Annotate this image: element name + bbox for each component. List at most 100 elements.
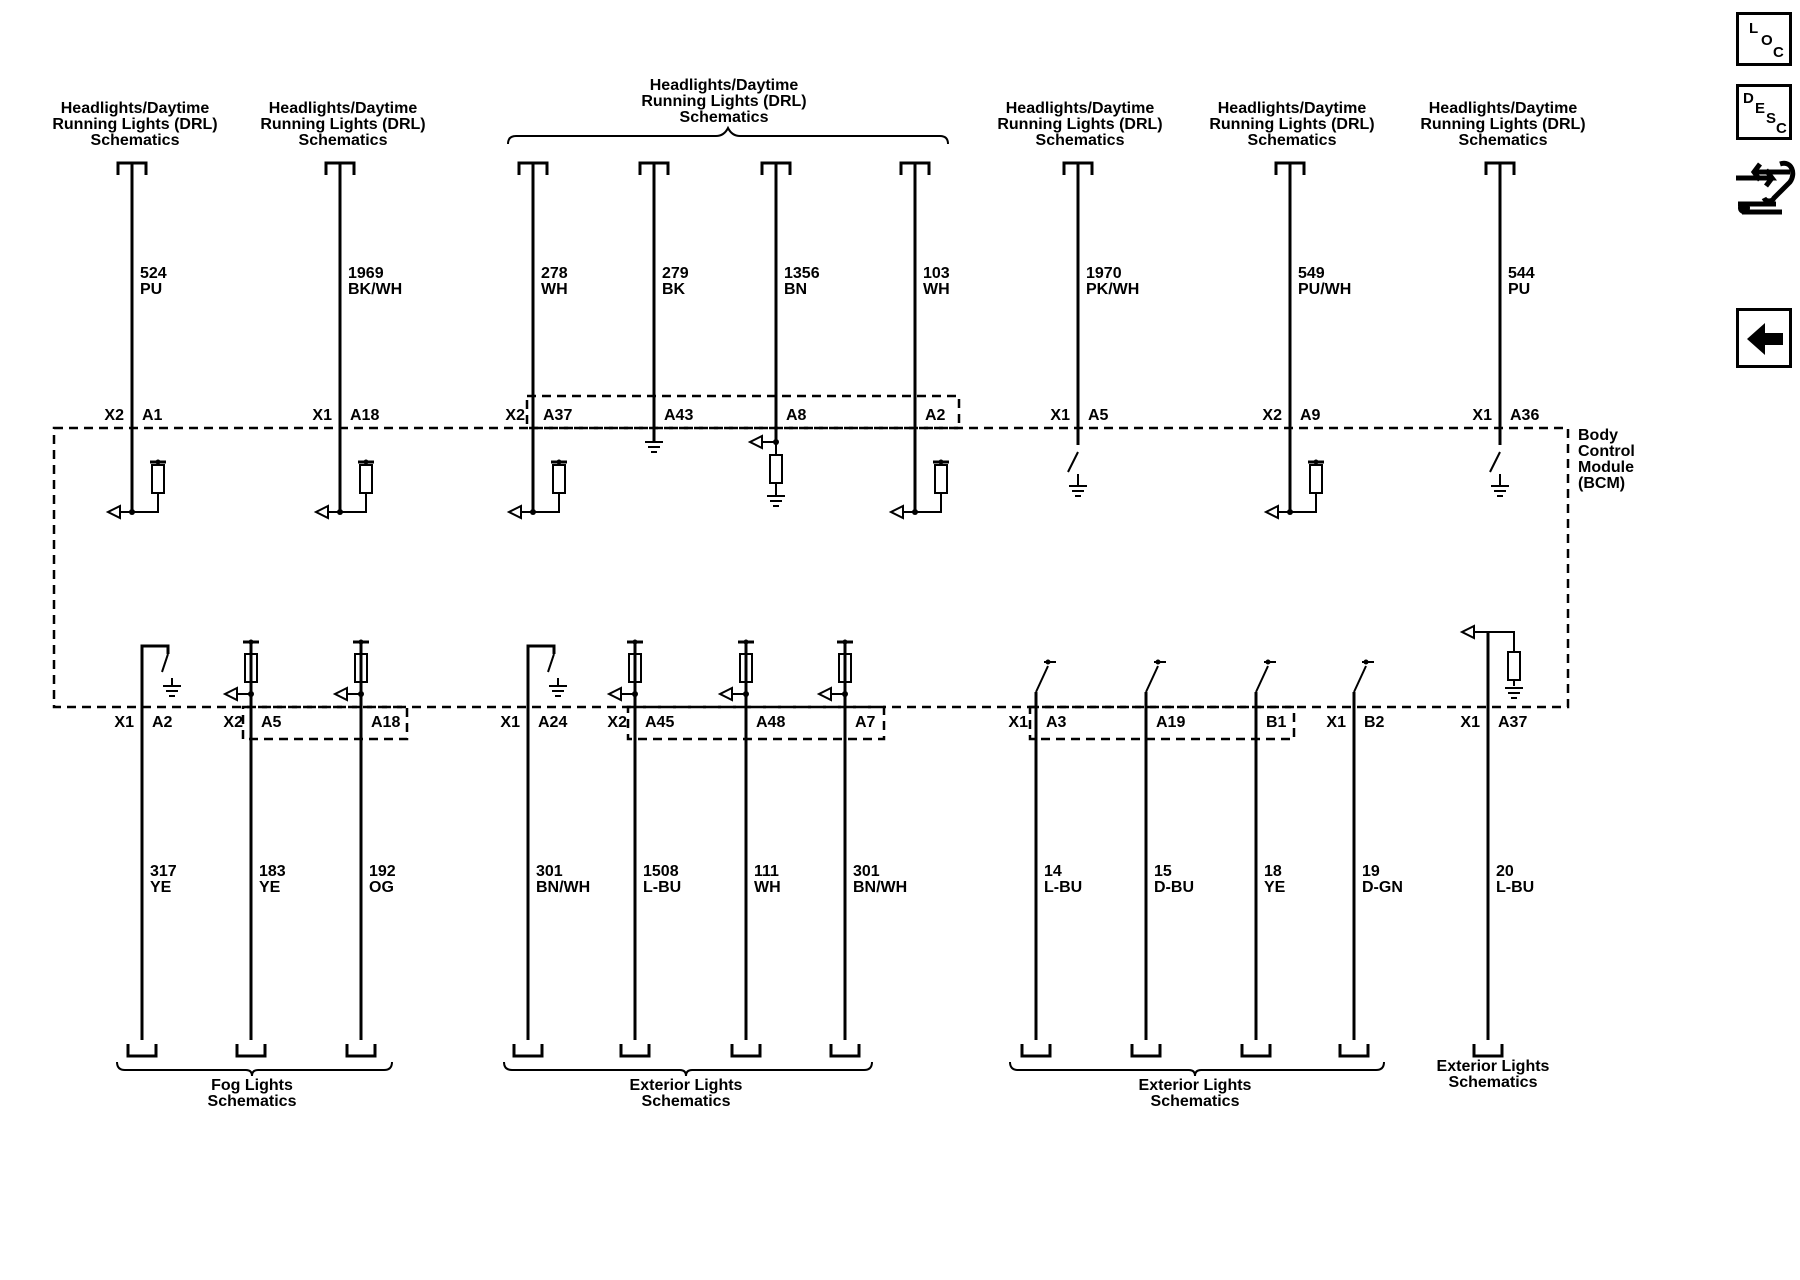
- connector-group-box: [241, 705, 409, 741]
- group-bracket: [503, 1061, 873, 1077]
- circuit-number-label: 279: [662, 265, 689, 282]
- wire-color-label: PU: [1508, 281, 1530, 298]
- top-ref-label: Running Lights (DRL): [1420, 116, 1585, 133]
- supply-dot: [1313, 459, 1319, 465]
- wrench-arrows-icon: [1736, 160, 1796, 215]
- circuit-number-label: 1969: [348, 265, 384, 282]
- pin-label: A45: [645, 714, 674, 731]
- input-arrow: [1459, 624, 1475, 640]
- circuit-number-label: 524: [140, 265, 167, 282]
- supply-dot: [1265, 659, 1271, 665]
- wire-color-label: YE: [1264, 879, 1286, 896]
- wire-color-label: PK/WH: [1086, 281, 1139, 298]
- wire-color-label: D-BU: [1154, 879, 1194, 896]
- wire-color-label: PU/WH: [1298, 281, 1351, 298]
- connector-terminal: [730, 1044, 762, 1058]
- switch-contact: [161, 653, 169, 673]
- group-bracket: [1009, 1061, 1385, 1077]
- connector-terminal: [1338, 1044, 1370, 1058]
- desc-button[interactable]: D E S C: [1736, 84, 1792, 140]
- pin-label: A5: [261, 714, 282, 731]
- wire-color-label: D-GN: [1362, 879, 1403, 896]
- tools-button[interactable]: [1732, 152, 1798, 226]
- switch-contact: [1489, 451, 1501, 473]
- input-line: [1474, 631, 1515, 646]
- top-ref-label: Schematics: [1248, 132, 1337, 149]
- top-ref-label: Schematics: [91, 132, 180, 149]
- pin-label: A9: [1300, 407, 1321, 424]
- wire: [526, 644, 556, 1040]
- supply-dot: [248, 639, 254, 645]
- input-arrow: [888, 504, 904, 520]
- bottom-ref-label: Exterior Lights: [1437, 1058, 1550, 1075]
- connector-group-box: [525, 394, 961, 430]
- connector-terminal: [345, 1044, 377, 1058]
- back-button[interactable]: [1736, 308, 1792, 368]
- desc-char: D: [1743, 90, 1754, 107]
- switch-contact: [547, 653, 555, 673]
- resistor-symbol: [769, 454, 783, 484]
- connector-id-label: X2: [104, 407, 124, 424]
- resistor-symbol: [838, 653, 852, 683]
- wire-color-label: OG: [369, 879, 394, 896]
- desc-icon: D E S C: [1743, 90, 1787, 137]
- loc-icon: L O C: [1749, 20, 1784, 61]
- circuit-number-label: 549: [1298, 265, 1325, 282]
- connector-id-label: X1: [1008, 714, 1028, 731]
- switch-contact: [1067, 451, 1079, 473]
- top-ref-label: Headlights/Daytime: [1218, 100, 1367, 117]
- loc-char: C: [1773, 44, 1784, 61]
- circuit-number-label: 317: [150, 863, 177, 880]
- resistor-symbol: [359, 464, 373, 494]
- input-line: [328, 496, 367, 513]
- circuit-number-label: 278: [541, 265, 568, 282]
- input-arrow: [332, 686, 348, 702]
- connector-terminal: [1240, 1044, 1272, 1058]
- supply-dot: [358, 639, 364, 645]
- top-ref-label: Headlights/Daytime: [61, 100, 210, 117]
- top-ref-label: Schematics: [299, 132, 388, 149]
- desc-char: E: [1755, 100, 1765, 117]
- resistor-symbol: [354, 653, 368, 683]
- input-line: [1278, 496, 1317, 513]
- input-arrow: [313, 504, 329, 520]
- supply-dot: [1363, 659, 1369, 665]
- top-ref-label: Running Lights (DRL): [1209, 116, 1374, 133]
- wire-color-label: WH: [923, 281, 950, 298]
- connector-group-box: [1028, 705, 1296, 741]
- resistor-symbol: [244, 653, 258, 683]
- connector-terminal: [512, 1044, 544, 1058]
- connector-id-label: X2: [1262, 407, 1282, 424]
- pin-label: A19: [1156, 714, 1185, 731]
- pin-label: A8: [786, 407, 807, 424]
- circuit-number-label: 1970: [1086, 265, 1122, 282]
- loc-button[interactable]: L O C: [1736, 12, 1792, 66]
- top-ref-label: Running Lights (DRL): [260, 116, 425, 133]
- switch-contact: [1255, 665, 1269, 693]
- ground-symbol: [1069, 485, 1087, 497]
- switch-contact: [1353, 665, 1367, 693]
- ground-symbol: [767, 495, 785, 507]
- supply-dot: [556, 459, 562, 465]
- supply-dot: [632, 639, 638, 645]
- ground-symbol: [163, 685, 181, 697]
- input-arrow: [1263, 504, 1279, 520]
- wire-color-label: YE: [150, 879, 172, 896]
- pin-label: A18: [371, 714, 400, 731]
- supply-dot: [363, 459, 369, 465]
- connector-terminal: [1472, 1044, 1504, 1058]
- top-ref-label: Headlights/Daytime: [650, 77, 799, 94]
- circuit-number-label: 192: [369, 863, 396, 880]
- top-ref-label: Running Lights (DRL): [52, 116, 217, 133]
- supply-dot: [1045, 659, 1051, 665]
- pin-label: B2: [1364, 714, 1385, 731]
- wire-color-label: BN/WH: [853, 879, 907, 896]
- junction-dot: [1287, 509, 1293, 515]
- input-arrow: [717, 686, 733, 702]
- input-arrow: [506, 504, 522, 520]
- pin-label: A5: [1088, 407, 1109, 424]
- supply-dot: [155, 459, 161, 465]
- connector-id-label: X2: [607, 714, 627, 731]
- module-name-label: Module: [1578, 459, 1634, 476]
- top-ref-label: Headlights/Daytime: [1429, 100, 1578, 117]
